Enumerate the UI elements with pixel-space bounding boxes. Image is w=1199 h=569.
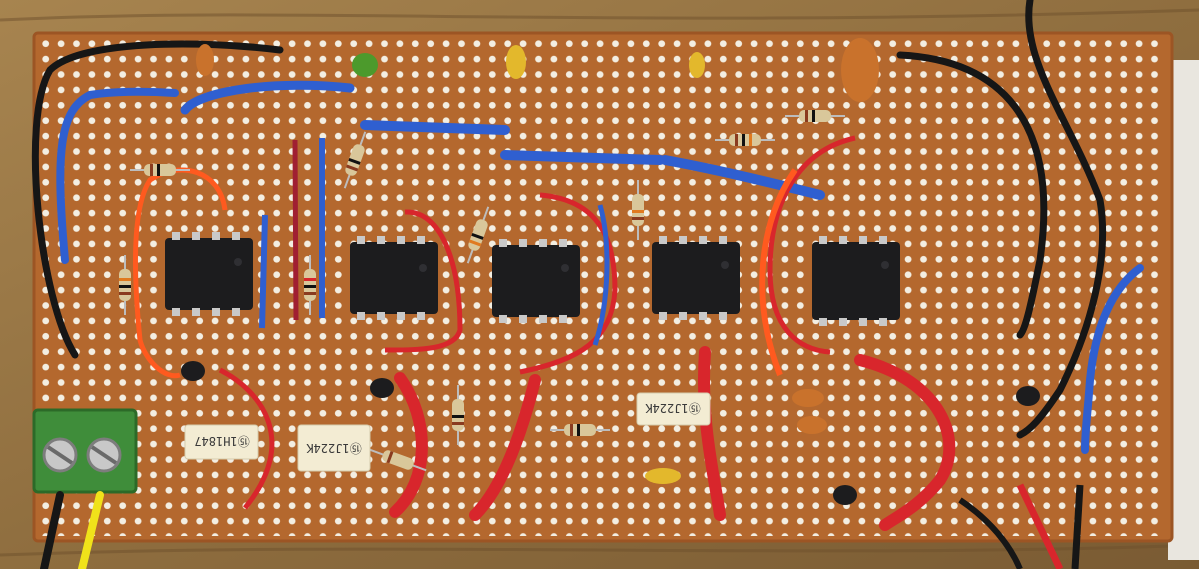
ic-1 bbox=[165, 238, 253, 310]
terminal-block bbox=[32, 408, 138, 494]
wire-red-thin-2 bbox=[519, 192, 618, 375]
wire-blue-1 bbox=[56, 87, 179, 264]
wire-black-lead bbox=[40, 491, 64, 569]
wire-blue-3 bbox=[360, 120, 510, 135]
wire-black-right-2 bbox=[1016, 0, 1107, 439]
capacitor-label-1: ⑮1H1847 bbox=[194, 434, 249, 448]
wire-red-thick-3 bbox=[698, 346, 726, 521]
wire-orange-1 bbox=[133, 167, 228, 379]
wire-blue-7 bbox=[259, 214, 268, 329]
wire-orange-2 bbox=[759, 168, 798, 377]
wire-blue-2 bbox=[180, 80, 355, 115]
wire-black-left bbox=[31, 40, 284, 359]
wire-blue-4 bbox=[500, 150, 665, 165]
film-capacitor-1: ⑮1H1847 bbox=[184, 424, 259, 460]
wire-red-thick-2 bbox=[469, 374, 541, 521]
small-capacitors bbox=[196, 38, 879, 484]
wire-red-lead bbox=[1016, 483, 1064, 569]
wire-red-thin-3 bbox=[767, 135, 856, 355]
ic-4 bbox=[652, 242, 740, 314]
wire-darkred-1 bbox=[292, 139, 299, 321]
wire-blue-thin bbox=[592, 204, 610, 346]
wire-red-thin-4 bbox=[218, 367, 275, 510]
wire-black-bottom-2 bbox=[958, 497, 1023, 569]
wire-blue-8 bbox=[1081, 264, 1144, 454]
ic-2 bbox=[350, 242, 438, 314]
wire-yellow-lead bbox=[78, 491, 104, 569]
ic-3 bbox=[492, 245, 580, 317]
film-capacitor-3: ⑮1J224K bbox=[636, 392, 711, 426]
wood-grain bbox=[0, 8, 1199, 557]
ic-5 bbox=[812, 242, 900, 320]
wire-blue-5 bbox=[660, 155, 825, 200]
wire-black-right-1 bbox=[896, 51, 1048, 339]
capacitor-label-2: ⑮1J224K bbox=[306, 441, 362, 455]
film-capacitor-2: ⑮1J224K bbox=[297, 424, 371, 472]
transistors bbox=[181, 361, 1040, 505]
wire-red-thin-1 bbox=[384, 209, 463, 353]
wire-red-thick-1 bbox=[389, 372, 428, 518]
ic-pins bbox=[172, 232, 887, 326]
wire-black-bottom-1 bbox=[1071, 484, 1084, 569]
resistors bbox=[119, 110, 845, 472]
capacitor-label-3: ⑮1J224K bbox=[645, 401, 701, 415]
wire-red-thick-4 bbox=[854, 354, 956, 531]
